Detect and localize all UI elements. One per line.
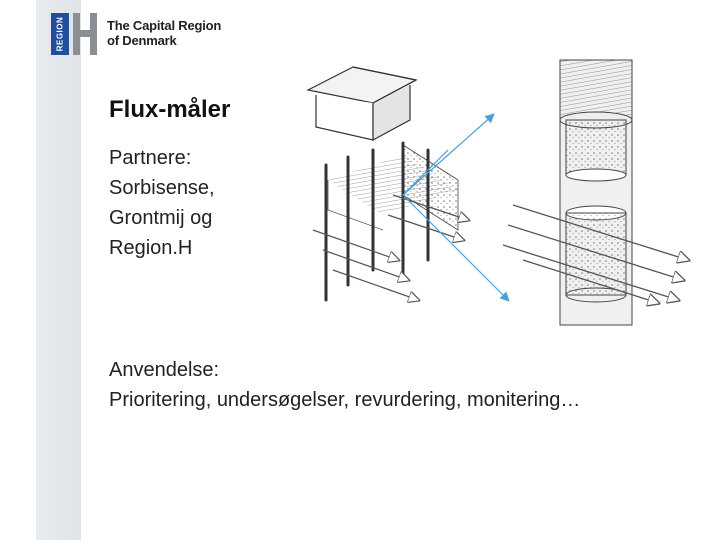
logo-badge-text: REGION — [55, 16, 65, 52]
region-logo-badge: REGION — [51, 13, 69, 55]
partners-block: Partnere: Sorbisense, Grontmij og Region… — [109, 143, 215, 263]
soil-block-icon — [327, 144, 459, 231]
partners-line: Partnere: — [109, 147, 192, 169]
flux-meter-sketch-illustration — [306, 59, 698, 326]
flux-meter-cylinder-icon — [559, 59, 633, 326]
groundwater-flow-arrows-icon — [312, 194, 468, 300]
monitoring-wells-icon — [324, 141, 430, 302]
organization-name-line1: The Capital Region — [107, 18, 222, 33]
region-h-logo-icon — [73, 13, 97, 55]
partners-line: Sorbisense, — [109, 177, 215, 199]
partners-line: Grontmij og — [109, 207, 213, 229]
organization-name-line2: of Denmark — [107, 33, 177, 48]
slide-title: Flux-måler — [109, 96, 231, 123]
house-sketch-icon — [306, 66, 418, 142]
usage-heading: Anvendelse: — [109, 359, 220, 381]
partners-line: Region.H — [109, 237, 193, 259]
zoom-lines-icon — [402, 113, 510, 302]
usage-text: Prioritering, undersøgelser, revurdering… — [109, 389, 581, 411]
flux-flow-arrows-icon — [502, 204, 688, 303]
organization-name: The Capital Region of Denmark — [107, 18, 221, 48]
left-sidebar-band — [36, 0, 81, 540]
usage-block: Anvendelse: Prioritering, undersøgelser,… — [109, 355, 580, 415]
